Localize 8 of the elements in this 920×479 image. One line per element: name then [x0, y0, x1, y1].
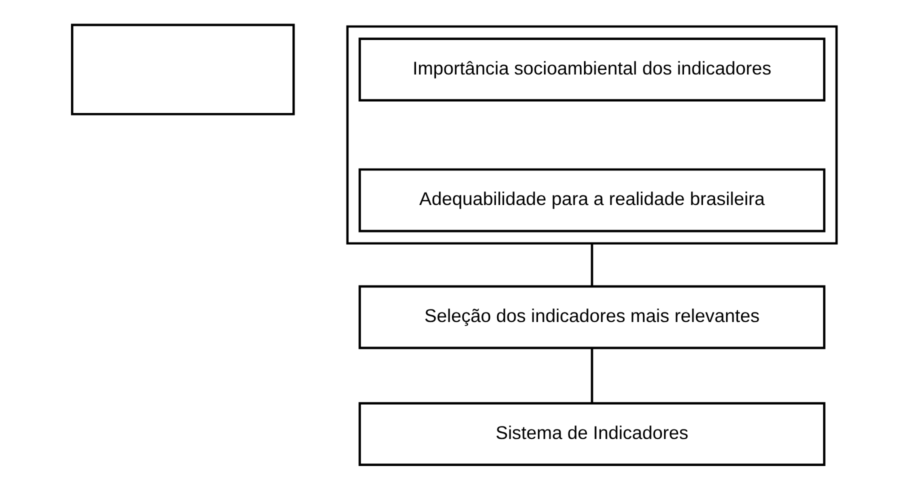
cluster — [346, 25, 838, 244]
connector — [590, 348, 593, 403]
node-box: Importância socioambiental dos indicadores — [358, 38, 825, 102]
node-box: Adequabilidade para a realidade brasileira — [358, 168, 825, 232]
connector — [590, 243, 593, 286]
node-box: Sistema de Indicadores — [358, 402, 825, 466]
node-box — [70, 24, 294, 116]
node-box: Seleção dos indicadores mais relevantes — [358, 285, 825, 350]
